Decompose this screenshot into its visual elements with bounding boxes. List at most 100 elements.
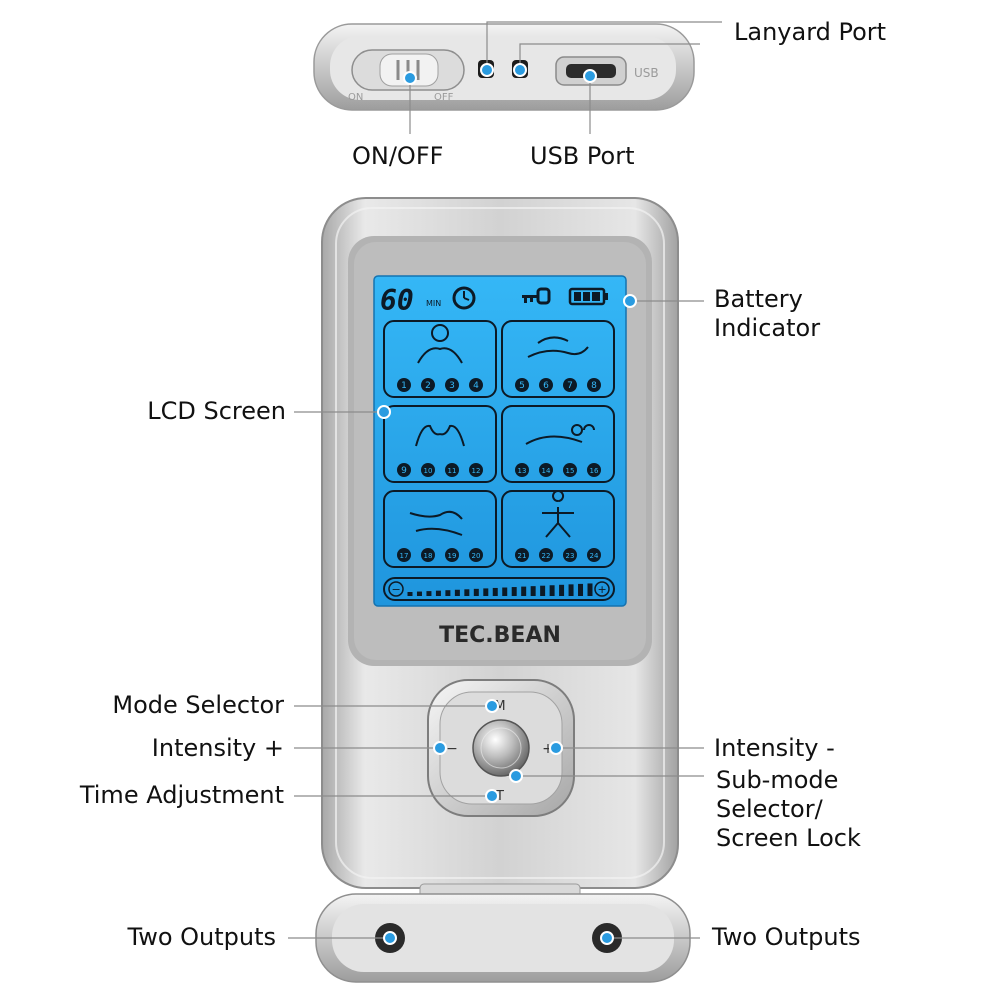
channel-dot: [469, 463, 483, 477]
body-illustration-icon: [409, 510, 463, 536]
channel-dot: [587, 378, 601, 392]
channel-number: 15: [566, 467, 575, 475]
intensity-tick: [407, 592, 413, 596]
label-lcd-screen: LCD Screen: [147, 397, 286, 425]
intensity-tick: [511, 587, 517, 596]
channel-number: 23: [566, 552, 575, 560]
channel-dot: [515, 378, 529, 392]
label-on-off: ON/OFF: [352, 142, 444, 170]
body-illustration-icon: [527, 336, 589, 358]
channel-number: 10: [424, 467, 433, 475]
marker-lanyard-left: [480, 63, 494, 77]
channel-dot: [445, 378, 459, 392]
channel-number: 24: [590, 552, 599, 560]
channel-number: 16: [590, 467, 599, 475]
marker-mode: [485, 699, 499, 713]
switch-off-label: OFF: [434, 92, 454, 103]
marker-usb: [583, 69, 597, 83]
channel-number: 19: [448, 552, 457, 560]
label-submode-selector: Sub-mode Selector/ Screen Lock: [716, 766, 861, 853]
label-battery-line-2: Indicator: [714, 314, 821, 342]
plus-button[interactable]: +: [542, 741, 554, 757]
channel-number: 7: [567, 381, 573, 391]
channel-number: 11: [448, 467, 457, 475]
marker-lanyard-right: [513, 63, 527, 77]
channel-dot: [421, 463, 435, 477]
channel-number: 4: [473, 381, 479, 391]
channel-dot: [539, 463, 553, 477]
leader-lanyard: [486, 21, 722, 70]
channel-dot: [445, 548, 459, 562]
intensity-tick: [521, 586, 527, 596]
channel-dot: [421, 378, 435, 392]
intensity-tick: [540, 585, 546, 596]
label-battery-line-1: Battery: [714, 285, 803, 313]
channel-number: 1: [401, 381, 407, 391]
channel-dot: [515, 548, 529, 562]
channel-dot: [539, 548, 553, 562]
label-submode-line-1: Sub-mode: [716, 766, 839, 794]
intensity-minus-symbol: −: [392, 583, 401, 596]
label-battery-indicator: Battery Indicator: [714, 285, 820, 343]
marker-battery: [623, 294, 637, 308]
top-view: ON OFF USB: [313, 23, 695, 111]
channel-number: 8: [591, 381, 597, 391]
channel-dot: [421, 548, 435, 562]
intensity-tick: [464, 589, 470, 596]
channel-dot: [587, 548, 601, 562]
intensity-tick: [568, 584, 574, 596]
minus-button[interactable]: −: [446, 741, 458, 757]
marker-output-left: [383, 931, 397, 945]
channel-dot: [515, 463, 529, 477]
switch-on-label: ON: [348, 92, 363, 103]
channel-dot: [397, 463, 411, 477]
channel-number: 2: [425, 381, 431, 391]
intensity-tick: [578, 583, 584, 596]
marker-onoff: [403, 71, 417, 85]
marker-output-right: [600, 931, 614, 945]
body-illustration-icon: [542, 490, 574, 538]
marker-lcd: [377, 405, 391, 419]
intensity-tick: [502, 587, 508, 596]
channel-dot: [587, 463, 601, 477]
intensity-tick: [587, 583, 593, 596]
leader-lanyard-2: [519, 43, 700, 70]
channel-dot: [469, 378, 483, 392]
battery-icon: [568, 287, 608, 306]
label-time-adjustment: Time Adjustment: [79, 781, 284, 809]
channel-number: 21: [518, 552, 527, 560]
timer-unit: MIN: [426, 299, 441, 308]
mode-button[interactable]: M: [494, 699, 505, 714]
marker-intensity-plus: [433, 741, 447, 755]
channel-number: 6: [543, 381, 549, 391]
marker-dots: [377, 63, 637, 945]
label-two-outputs-right: Two Outputs: [712, 923, 861, 951]
intensity-tick: [492, 587, 498, 596]
channel-dot: [563, 463, 577, 477]
intensity-tick: [445, 590, 451, 596]
lcd-screen: [373, 275, 627, 607]
label-usb-port: USB Port: [530, 142, 635, 170]
channel-number: 9: [401, 466, 407, 476]
intensity-bar: − +: [383, 577, 615, 601]
intensity-tick: [559, 584, 565, 596]
label-submode-line-3: Screen Lock: [716, 824, 861, 852]
button-pad: M T − +: [427, 679, 575, 817]
label-mode-selector: Mode Selector: [112, 691, 284, 719]
intensity-plus-symbol: +: [598, 583, 607, 596]
label-intensity-plus: Intensity +: [151, 734, 284, 762]
intensity-tick: [473, 588, 479, 596]
marker-submode: [509, 769, 523, 783]
time-button[interactable]: T: [495, 789, 504, 804]
marker-time: [485, 789, 499, 803]
brand-logo: TEC.BEAN: [439, 623, 561, 648]
channel-dot: [563, 378, 577, 392]
intensity-tick: [549, 585, 555, 596]
body-illustration-icon: [417, 324, 463, 364]
